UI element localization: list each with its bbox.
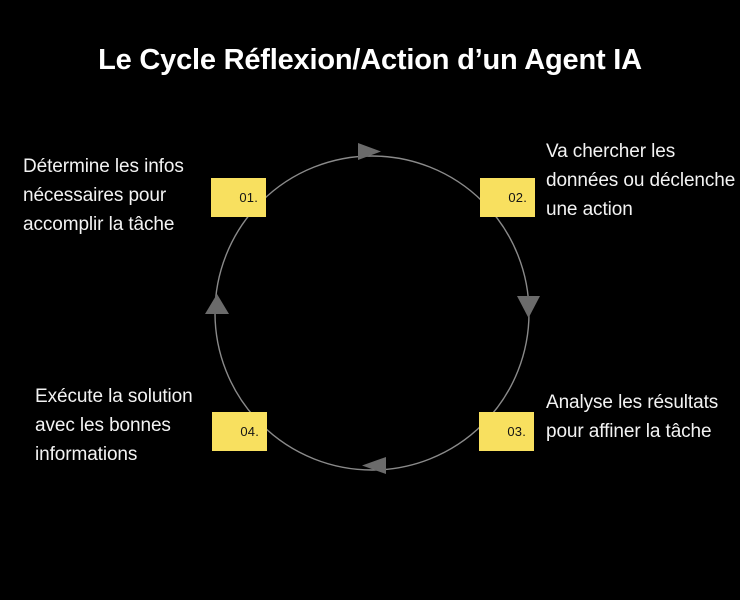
step-description-01: Détermine les infos nécessaires pour acc… xyxy=(23,156,184,235)
step-badge-04[interactable]: 04. xyxy=(212,412,267,451)
arrow-left-icon xyxy=(205,294,229,314)
page-title: Le Cycle Réflexion/Action d’un Agent IA xyxy=(98,44,642,76)
step-badge-01[interactable]: 01. xyxy=(211,178,266,217)
step-description-02: Va chercher les données ou déclenche une… xyxy=(546,141,736,220)
step-description-04: Exécute la solution avec les bonnes info… xyxy=(35,386,193,465)
arrow-bottom-icon xyxy=(362,457,386,474)
arrow-right-icon xyxy=(517,296,540,318)
step-badge-02[interactable]: 02. xyxy=(480,178,535,217)
step-badge-03[interactable]: 03. xyxy=(479,412,534,451)
step-description-03: Analyse les résultats pour affiner la tâ… xyxy=(546,392,719,442)
arrow-top-icon xyxy=(358,143,381,160)
